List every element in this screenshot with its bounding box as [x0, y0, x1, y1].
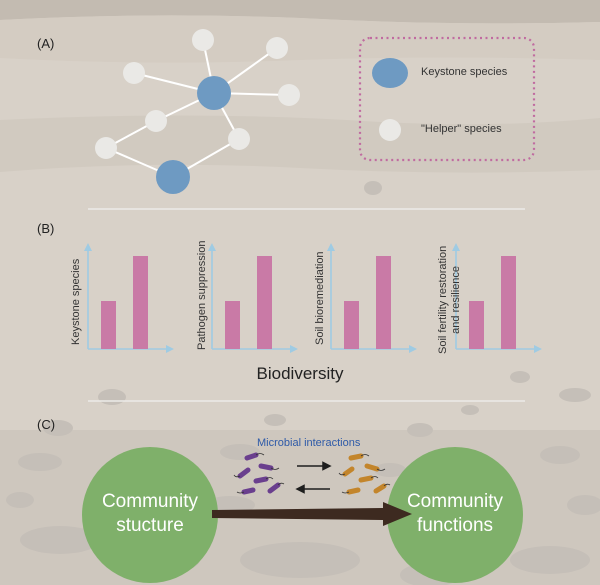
chart-bar — [344, 301, 359, 349]
y-axis-arrowhead — [452, 243, 460, 251]
helper-node — [192, 29, 214, 51]
y-axis-arrowhead — [327, 243, 335, 251]
legend-helper-swatch — [379, 119, 401, 141]
network-nodes — [95, 29, 300, 194]
ylabel-line: Pathogen suppression — [196, 240, 208, 350]
y-axis-arrowhead — [208, 243, 216, 251]
main-arrow — [212, 502, 412, 526]
keystone-node — [197, 76, 231, 110]
chart-bar — [257, 256, 272, 349]
circle-text-line: Community — [101, 491, 199, 512]
ylabel-line: and resilience — [450, 265, 462, 334]
x-axis-arrowhead — [534, 345, 542, 353]
community-structure-label: Community stucture — [82, 490, 218, 538]
purple-microbes — [233, 452, 285, 495]
keystone-node — [156, 160, 190, 194]
y-axis-arrowhead — [84, 243, 92, 251]
soil-layer-top — [0, 0, 600, 24]
soil-layer — [0, 15, 600, 63]
chart-bar — [225, 301, 240, 349]
helper-node — [123, 62, 145, 84]
helper-node — [95, 137, 117, 159]
chart-ylabel: Soil bioremediation — [314, 251, 327, 345]
x-axis-arrowhead — [290, 345, 298, 353]
helper-node — [278, 84, 300, 106]
bar-charts — [84, 243, 542, 353]
chart-bar — [376, 256, 391, 349]
ylabel-line: Soil bioremediation — [314, 251, 326, 345]
community-structure-circle — [82, 447, 218, 583]
orange-microbes — [338, 453, 391, 495]
chart-bar — [469, 301, 484, 349]
panel-label-a: (A) — [37, 36, 55, 51]
circle-text-line: functions — [416, 515, 494, 536]
chart-ylabel: Soil fertility restoration and resilienc… — [437, 246, 463, 354]
legend-box — [358, 36, 536, 162]
community-functions-circle — [387, 447, 523, 583]
panel-label-b: (B) — [37, 221, 55, 236]
legend-keystone-swatch — [372, 58, 408, 88]
chart-ylabel: Pathogen suppression — [196, 241, 209, 350]
community-functions-label: Community functions — [387, 490, 523, 538]
soil-layer — [0, 115, 600, 173]
ylabel-line: Soil fertility restoration — [437, 245, 449, 354]
helper-node — [228, 128, 250, 150]
chart-bar — [133, 256, 148, 349]
helper-node — [266, 37, 288, 59]
circle-text-line: Community — [406, 491, 504, 512]
chart-ylabel: Keystone species — [70, 259, 83, 345]
chart-bar — [101, 301, 116, 349]
xlabel: Biodiversity — [256, 364, 344, 383]
helper-node — [145, 110, 167, 132]
circle-text-line: stucture — [116, 515, 184, 536]
legend-helper-label: "Helper" species — [421, 123, 502, 135]
x-axis-arrowhead — [409, 345, 417, 353]
interaction-arrows — [295, 461, 332, 494]
ylabel-line: Keystone species — [70, 258, 82, 345]
x-axis-arrowhead — [166, 345, 174, 353]
chart-bar — [501, 256, 516, 349]
microbial-interactions-label: Microbial interactions — [257, 437, 361, 449]
panel-label-c: (C) — [37, 417, 56, 432]
legend-keystone-label: Keystone species — [421, 66, 508, 78]
